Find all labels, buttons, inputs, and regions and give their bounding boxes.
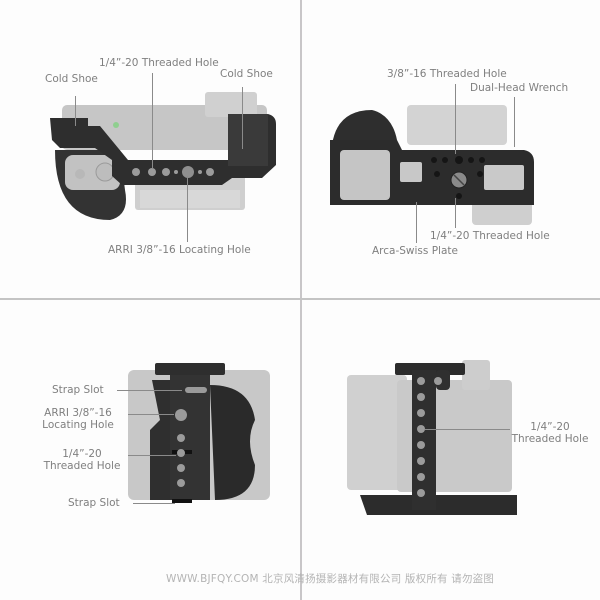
leader-cold-shoe-right [242,87,243,149]
label-threaded-hole-top: 1/4”-20 Threaded Hole [99,57,219,69]
leader-threaded-hole-lens-side [425,429,510,430]
label-14-threaded-hole-bottom: 1/4”-20 Threaded Hole [430,230,550,242]
label-cold-shoe-right: Cold Shoe [220,68,273,80]
label-cold-shoe-left: Cold Shoe [45,73,98,85]
label-arri-line2: Locating Hole [42,419,114,431]
camera-cage-lens-side-illustration [347,360,517,515]
leader-arca-swiss-plate [416,202,417,243]
label-threaded-hole-grip-side: 1/4”-20 Threaded Hole [40,448,124,472]
leader-dual-head-wrench [514,97,515,147]
label-threaded-line1: 1/4”-20 [62,448,102,460]
camera-cage-grip-side-illustration [128,363,270,503]
leader-strap-slot-bottom [133,503,175,504]
label-dual-head-wrench: Dual-Head Wrench [470,82,569,94]
leader-14-threaded-hole-bottom [455,198,456,228]
camera-cage-bottom-illustration [330,105,534,225]
leader-cold-shoe-left [75,96,76,126]
vertical-divider [300,0,302,600]
leader-strap-slot-top [117,390,182,391]
label-arri-locating-hole-top: ARRI 3/8”-16 Locating Hole [108,244,251,256]
label-arri-locating-hole-side: ARRI 3/8”-16 Locating Hole [40,407,116,431]
label-threaded-hole-lens-side: 1/4”-20 Threaded Hole [505,421,595,445]
label-threaded-line2: Threaded Hole [43,460,121,472]
leader-threaded-hole-top [152,73,153,169]
label-arri-line1: ARRI 3/8”-16 [44,407,112,419]
leader-threaded-hole-grip-side [128,455,176,456]
label-strap-slot-bottom: Strap Slot [68,497,120,509]
leader-arri-locating-hole-side [128,414,174,415]
label-strap-slot-top: Strap Slot [52,384,104,396]
watermark-text: WWW.BJFQY.COM 北京风清扬摄影器材有限公司 版权所有 请勿盗图 [166,573,495,585]
camera-cage-top-illustration [50,92,276,220]
label-threaded-line1: 1/4”-20 [530,421,570,433]
label-arca-swiss-plate: Arca-Swiss Plate [372,245,458,257]
horizontal-divider [0,298,600,300]
label-38-threaded-hole: 3/8”-16 Threaded Hole [387,68,507,80]
label-threaded-line2: Threaded Hole [511,433,589,445]
leader-arri-locating-hole-top [187,176,188,242]
leader-38-threaded-hole [455,84,456,154]
